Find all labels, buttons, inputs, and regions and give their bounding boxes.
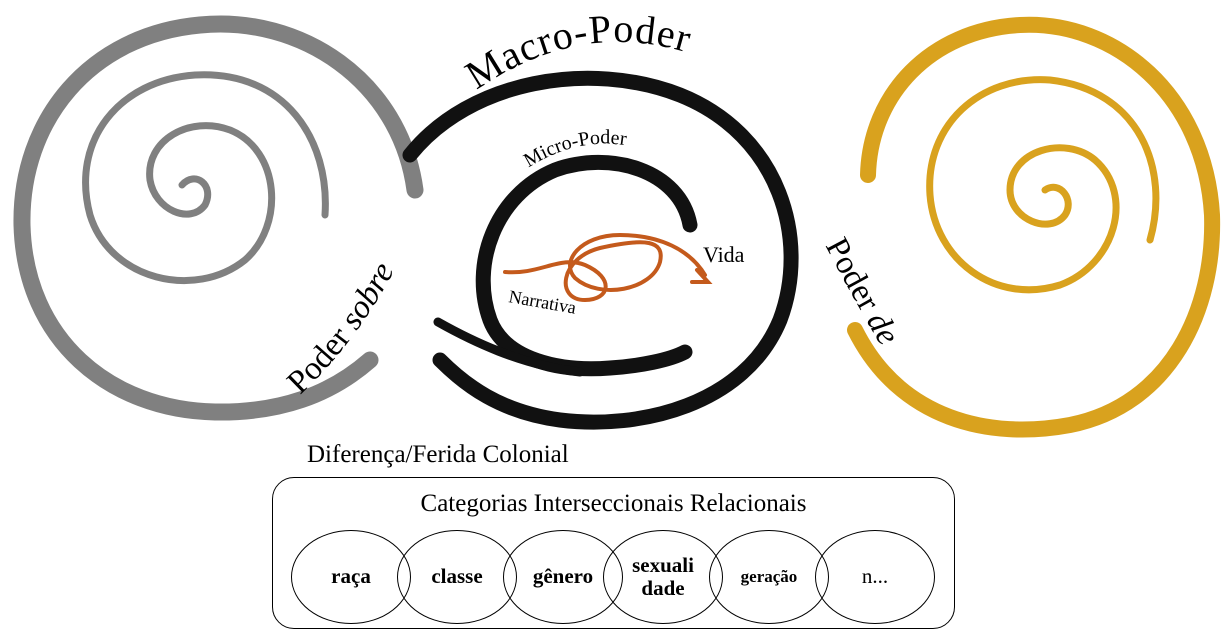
right-spiral-outer (847, 16, 1221, 438)
colonial-difference-caption: Diferença/Ferida Colonial (307, 441, 569, 468)
category-geracao: geração (709, 530, 829, 624)
category-raca: raça (291, 530, 411, 624)
right-spiral (847, 16, 1221, 438)
categories-box: Categorias Interseccionais Relacionais r… (272, 477, 955, 629)
categories-box-title: Categorias Interseccionais Relacionais (420, 490, 807, 517)
macro-spiral-outer (402, 70, 799, 430)
loop-path (503, 232, 707, 303)
category-sexualidade: sexuali dade (603, 530, 723, 624)
category-classe: classe (397, 530, 517, 624)
right-spiral-inner (926, 76, 1160, 294)
left-spiral-inner (82, 71, 329, 285)
category-n: n... (815, 530, 935, 624)
narrativa-vida-loop (503, 232, 713, 303)
left-spiral (13, 15, 424, 421)
center-spiral (402, 70, 799, 430)
micro-spiral-tail (433, 317, 585, 377)
left-spiral-outer (13, 15, 424, 421)
micro-spiral-inner (475, 155, 698, 377)
vida-label: Vida (703, 242, 745, 267)
loop-arrowhead (690, 268, 713, 284)
